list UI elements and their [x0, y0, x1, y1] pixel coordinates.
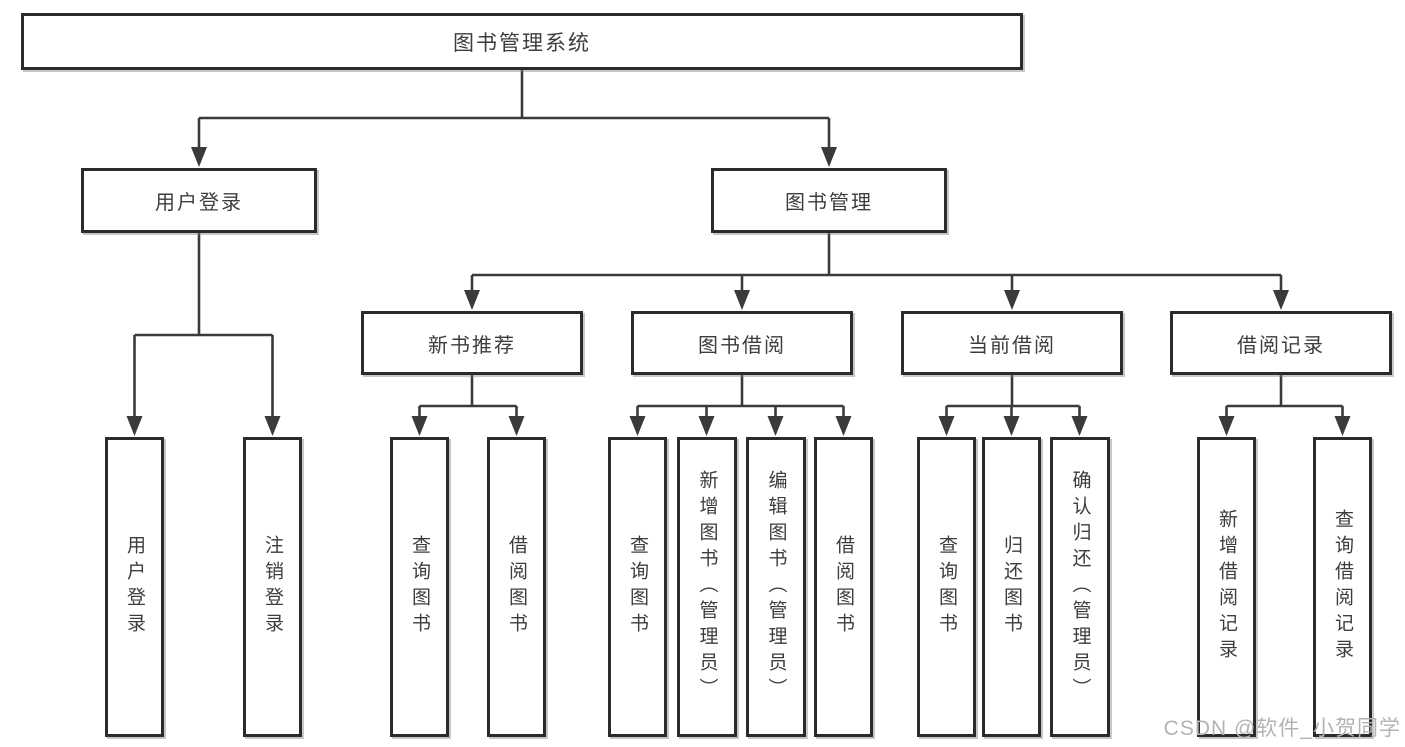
leaf-borrow-books: 借阅图书	[814, 437, 873, 737]
node-label: 新增图书（管理员）	[696, 470, 718, 704]
node-label: 借阅图书	[506, 535, 527, 639]
node-label: 用户登录	[124, 535, 145, 639]
node-book-borrowing: 图书借阅	[631, 311, 853, 375]
leaf-query-books-current: 查询图书	[917, 437, 976, 737]
leaf-query-books-borrow: 查询图书	[608, 437, 667, 737]
node-current-borrowing: 当前借阅	[901, 311, 1123, 375]
node-borrowing-records: 借阅记录	[1170, 311, 1392, 375]
leaf-query-books-recommend: 查询图书	[390, 437, 449, 737]
node-label: 确认归还（管理员）	[1069, 470, 1091, 704]
node-label: 新书推荐	[428, 334, 516, 357]
node-label: 图书管理	[785, 192, 873, 214]
node-label: 注销登录	[262, 535, 283, 639]
node-label: 借阅记录	[1237, 334, 1325, 357]
node-label: 当前借阅	[968, 334, 1056, 357]
csdn-watermark: CSDN @软件_小贺同学	[1163, 717, 1401, 740]
node-book-management: 图书管理	[711, 168, 947, 233]
node-label: 借阅图书	[833, 535, 854, 639]
leaf-logout: 注销登录	[243, 437, 302, 737]
node-label: 查询图书	[936, 535, 957, 639]
leaf-borrow-books-recommend: 借阅图书	[487, 437, 546, 737]
node-label: 查询图书	[627, 535, 648, 639]
leaf-add-borrow-record: 新增借阅记录	[1197, 437, 1256, 737]
leaf-return-book: 归还图书	[982, 437, 1041, 737]
node-label: 查询借阅记录	[1332, 509, 1353, 665]
leaf-query-borrow-record: 查询借阅记录	[1313, 437, 1372, 737]
leaf-add-book-admin: 新增图书（管理员）	[677, 437, 737, 737]
node-label: 归还图书	[1001, 535, 1022, 639]
leaf-edit-book-admin: 编辑图书（管理员）	[746, 437, 806, 737]
node-label: 用户登录	[155, 192, 243, 214]
node-label: 图书借阅	[698, 334, 786, 357]
node-label: 查询图书	[409, 535, 430, 639]
node-library-management-system: 图书管理系统	[21, 13, 1023, 70]
node-new-book-recommendation: 新书推荐	[361, 311, 583, 375]
leaf-confirm-return-admin: 确认归还（管理员）	[1050, 437, 1110, 737]
node-label: 新增借阅记录	[1216, 509, 1237, 665]
node-user-login: 用户登录	[81, 168, 317, 233]
node-label: 编辑图书（管理员）	[765, 470, 787, 704]
leaf-user-login: 用户登录	[105, 437, 164, 737]
node-label: 图书管理系统	[453, 31, 591, 55]
